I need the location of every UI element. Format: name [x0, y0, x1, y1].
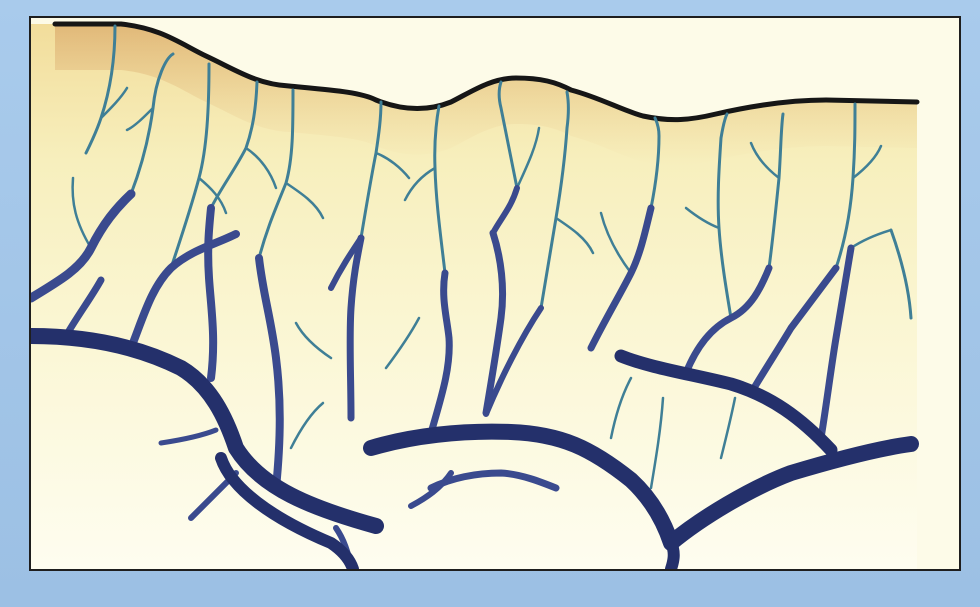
main-channel-outlet	[671, 543, 674, 569]
illustration-canvas	[31, 18, 959, 569]
drainage-network-illustration	[29, 16, 961, 571]
